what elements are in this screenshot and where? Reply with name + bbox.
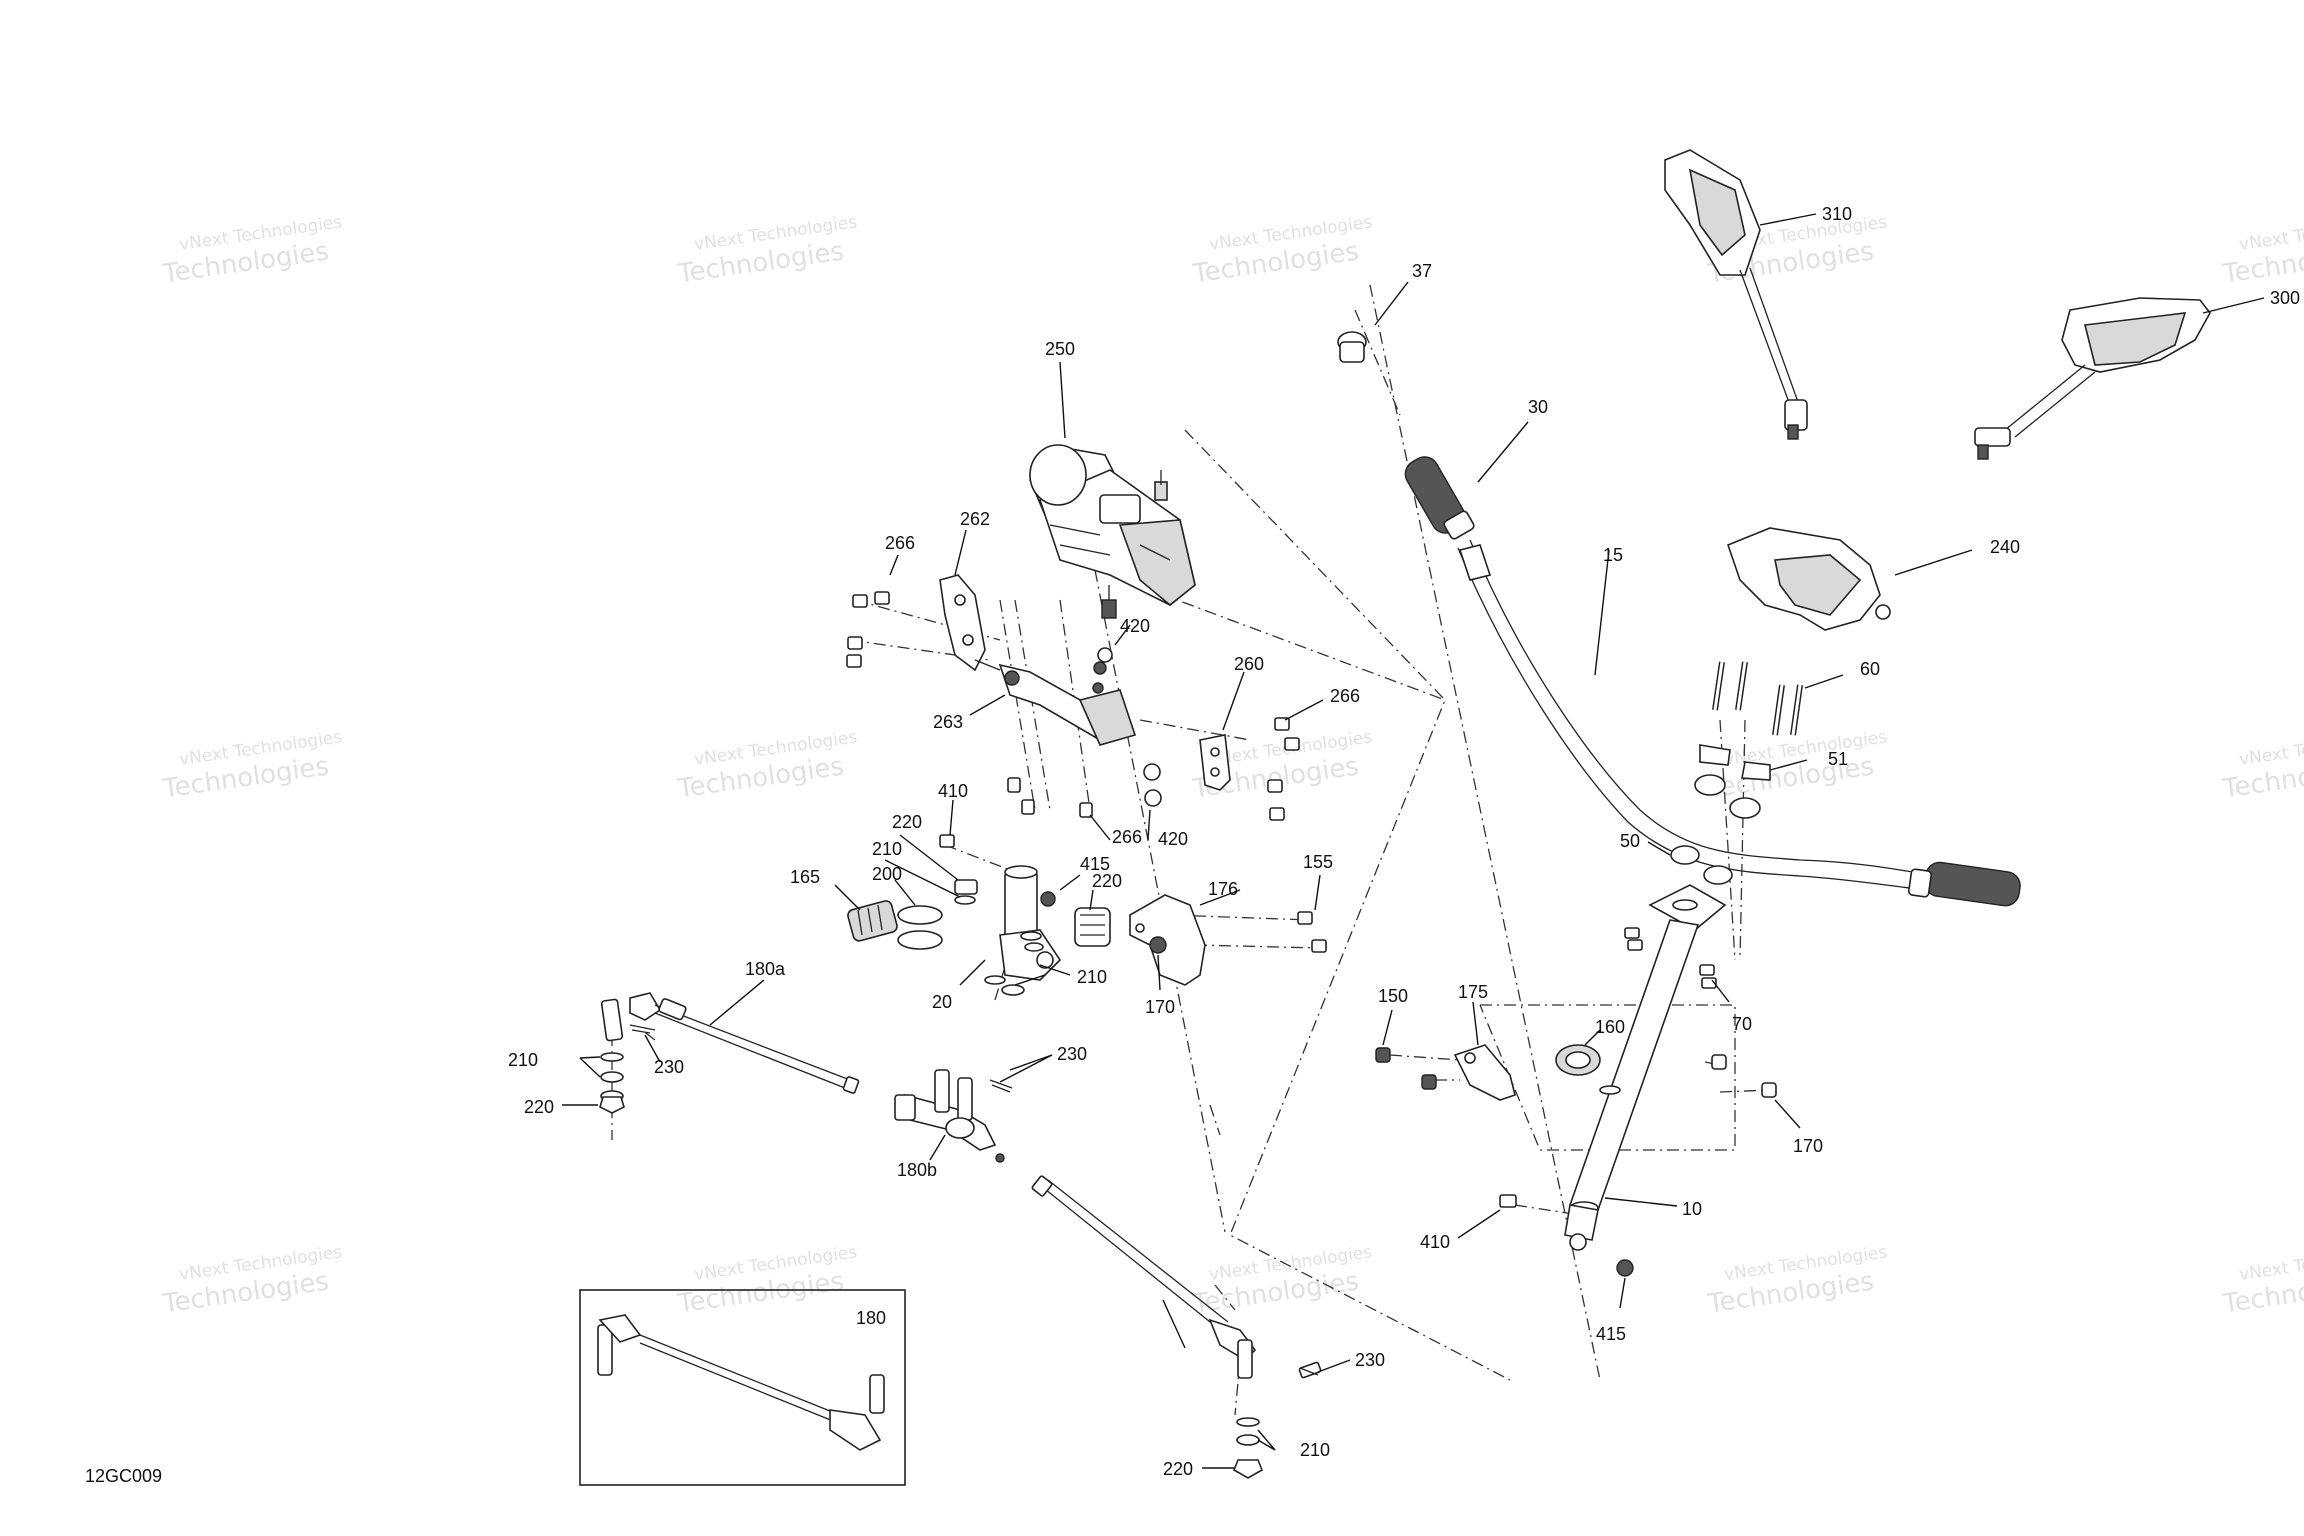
mirror-left bbox=[1664, 149, 1808, 440]
callout-15: 15 bbox=[1603, 545, 1623, 565]
lower-left-washers bbox=[599, 1052, 625, 1114]
lower-clamps bbox=[1670, 845, 1733, 885]
watermark: vNext Technologies Technologies bbox=[160, 727, 343, 804]
watermark: vNext Technologies Technologies bbox=[1705, 727, 1888, 804]
callout-200: 200 bbox=[872, 864, 902, 884]
bushing-165 bbox=[847, 900, 898, 942]
left-mount-bracket bbox=[939, 574, 1001, 672]
watermark: vNext Technologies Technologies bbox=[2220, 212, 2304, 289]
inset-180-box bbox=[579, 1289, 906, 1486]
power-steering-unit bbox=[1029, 444, 1196, 619]
callout-70: 70 bbox=[1732, 1014, 1752, 1034]
callout-266: 266 bbox=[1330, 686, 1360, 706]
steering-column bbox=[1564, 884, 1727, 1251]
callout-263: 263 bbox=[933, 712, 963, 732]
bushing-block bbox=[1074, 907, 1111, 947]
drawing-code: 12GC009 bbox=[85, 1466, 162, 1486]
callout-10: 10 bbox=[1682, 1199, 1702, 1219]
watermark: vNext Technologies Technologies bbox=[2220, 1242, 2304, 1319]
handlebar bbox=[1457, 539, 1931, 891]
callout-300: 300 bbox=[2270, 288, 2300, 308]
callout-240: 240 bbox=[1990, 537, 2020, 557]
callout-262: 262 bbox=[960, 509, 990, 529]
callout-230: 230 bbox=[1355, 1350, 1385, 1370]
upper-washers bbox=[897, 879, 978, 950]
watermark: vNext Technologies Technologies bbox=[2220, 727, 2304, 804]
callout-415: 415 bbox=[1596, 1324, 1626, 1344]
tie-rod-left bbox=[600, 992, 860, 1094]
callout-410: 410 bbox=[938, 781, 968, 801]
callout-labels: 250 266 262 260 266 263 420 266 420 410 … bbox=[85, 204, 2300, 1486]
right-grip bbox=[1908, 861, 2021, 907]
callout-37: 37 bbox=[1412, 261, 1432, 281]
callout-180a: 180a bbox=[745, 959, 786, 979]
callout-180: 180 bbox=[856, 1308, 886, 1328]
callout-260: 260 bbox=[1234, 654, 1264, 674]
callout-266: 266 bbox=[885, 533, 915, 553]
callout-20: 20 bbox=[932, 992, 952, 1012]
callout-410: 410 bbox=[1420, 1232, 1450, 1252]
leader-lines bbox=[562, 213, 2265, 1469]
handlebar-cover bbox=[1726, 527, 1891, 631]
callout-266: 266 bbox=[1112, 827, 1142, 847]
callout-210: 210 bbox=[1300, 1440, 1330, 1460]
watermark-layer: vNext Technologies Technologies vNext Te… bbox=[160, 212, 2304, 1319]
callout-50: 50 bbox=[1620, 831, 1640, 851]
callout-420: 420 bbox=[1120, 616, 1150, 636]
callout-170: 170 bbox=[1145, 997, 1175, 1017]
upper-clamps bbox=[1694, 744, 1771, 819]
clamp-bolts bbox=[1712, 661, 1803, 736]
watermark: vNext Technologies Technologies bbox=[1190, 1242, 1373, 1319]
callout-30: 30 bbox=[1528, 397, 1548, 417]
right-mount-bracket bbox=[1199, 734, 1231, 791]
watermark: vNext Technologies Technologies bbox=[160, 212, 343, 289]
callout-170: 170 bbox=[1793, 1136, 1823, 1156]
watermark: vNext Technologies Technologies bbox=[675, 212, 858, 289]
watermark: vNext Technologies Technologies bbox=[1190, 212, 1373, 289]
cotter-pins bbox=[629, 1024, 1319, 1376]
callout-165: 165 bbox=[790, 867, 820, 887]
tie-rod-right bbox=[1031, 1175, 1322, 1379]
callout-250: 250 bbox=[1045, 339, 1075, 359]
column-nuts bbox=[1624, 927, 1717, 989]
column-clamp bbox=[1453, 1044, 1516, 1101]
callout-210: 210 bbox=[508, 1050, 538, 1070]
callout-230: 230 bbox=[1057, 1044, 1087, 1064]
bolts-fasteners bbox=[846, 591, 1327, 953]
watermark: vNext Technologies Technologies bbox=[1705, 1242, 1888, 1319]
callout-51: 51 bbox=[1828, 749, 1848, 769]
steering-arm bbox=[984, 865, 1062, 996]
lower-support-bracket bbox=[998, 661, 1137, 746]
lower-right-washers bbox=[1232, 1417, 1264, 1479]
column-bushing bbox=[1555, 1044, 1601, 1076]
callout-420: 420 bbox=[1158, 829, 1188, 849]
watermark: vNext Technologies Technologies bbox=[675, 1242, 858, 1319]
center-relay bbox=[894, 1069, 1005, 1163]
callout-160: 160 bbox=[1595, 1017, 1625, 1037]
callout-220: 220 bbox=[524, 1097, 554, 1117]
callout-155: 155 bbox=[1303, 852, 1333, 872]
callout-220: 220 bbox=[892, 812, 922, 832]
callout-176: 176 bbox=[1208, 879, 1238, 899]
callout-220: 220 bbox=[1163, 1459, 1193, 1479]
clamp-bracket bbox=[1129, 894, 1206, 986]
callout-210: 210 bbox=[1077, 967, 1107, 987]
assembly-lines bbox=[611, 284, 1771, 1416]
callout-60: 60 bbox=[1860, 659, 1880, 679]
callout-210: 210 bbox=[872, 839, 902, 859]
callout-175: 175 bbox=[1458, 982, 1488, 1002]
mirror-right bbox=[1974, 297, 2211, 460]
left-grip bbox=[1404, 456, 1475, 540]
callout-150: 150 bbox=[1378, 986, 1408, 1006]
watermark: vNext Technologies Technologies bbox=[675, 727, 858, 804]
column-fasteners bbox=[1375, 1047, 1777, 1277]
callout-415: 415 bbox=[1080, 854, 1110, 874]
callout-310: 310 bbox=[1822, 204, 1852, 224]
callout-220: 220 bbox=[1092, 871, 1122, 891]
callout-180b: 180b bbox=[897, 1160, 937, 1180]
callout-230: 230 bbox=[654, 1057, 684, 1077]
bar-end-plug bbox=[1337, 331, 1367, 363]
watermark: vNext Technologies Technologies bbox=[160, 1242, 343, 1319]
